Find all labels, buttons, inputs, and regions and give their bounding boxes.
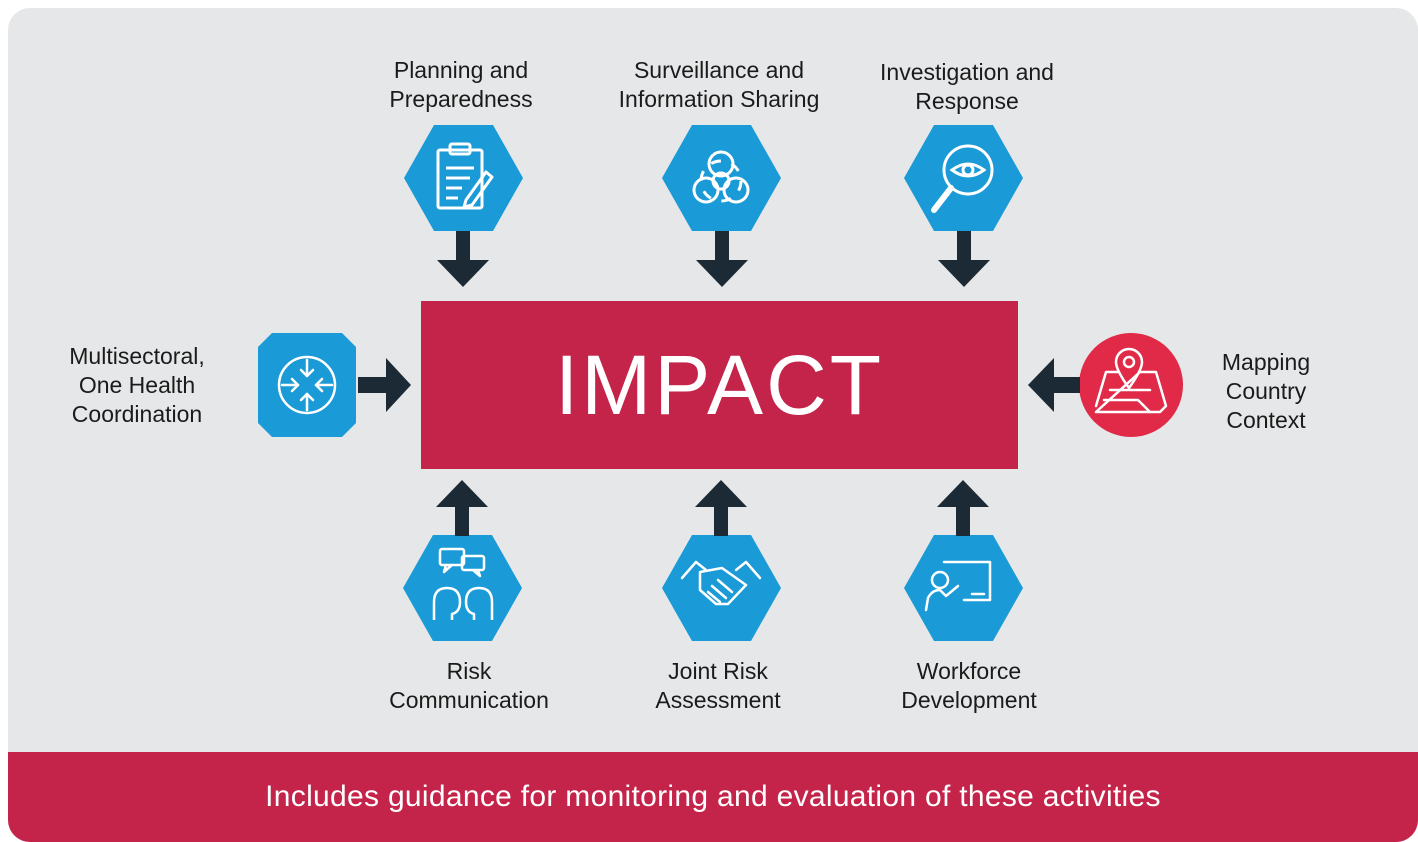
risk-communication-arrow-head xyxy=(436,480,488,507)
joint-risk-hexagon xyxy=(662,535,781,641)
surveillance-hexagon xyxy=(662,125,781,231)
multisectoral-arrow-head xyxy=(386,358,411,412)
speech-heads-icon xyxy=(432,547,494,620)
workforce-arrow-head xyxy=(937,480,989,507)
joint-risk-arrow-head xyxy=(695,480,747,507)
mapping-arrow-head xyxy=(1028,358,1054,412)
clipboard-icon xyxy=(436,142,494,210)
impact-box: IMPACT xyxy=(421,301,1018,469)
footer-banner: Includes guidance for monitoring and eva… xyxy=(8,752,1418,842)
multisectoral-arrow-shaft xyxy=(358,377,388,393)
impact-title: IMPACT xyxy=(554,337,885,432)
planning-arrow-shaft xyxy=(456,231,470,261)
surveillance-arrow-shaft xyxy=(715,231,729,261)
investigation-arrow-head xyxy=(938,260,990,287)
investigation-hexagon xyxy=(904,125,1023,231)
workforce-hexagon xyxy=(904,535,1023,641)
handshake-icon xyxy=(680,560,762,606)
magnifier-eye-icon xyxy=(931,144,994,213)
multisectoral-octagon xyxy=(258,333,356,437)
planning-arrow-head xyxy=(437,260,489,287)
map-pin-icon xyxy=(1094,347,1168,414)
risk-communication-hexagon xyxy=(403,535,522,641)
surveillance-arrow-head xyxy=(696,260,748,287)
footer-text: Includes guidance for monitoring and eva… xyxy=(265,780,1161,813)
risk-communication-arrow-shaft xyxy=(455,505,469,536)
converge-compass-icon xyxy=(277,355,337,415)
joint-risk-arrow-shaft xyxy=(714,505,728,536)
mapping-arrow-shaft xyxy=(1052,377,1080,393)
workforce-arrow-shaft xyxy=(956,505,970,536)
investigation-arrow-shaft xyxy=(957,231,971,261)
teacher-board-icon xyxy=(924,560,992,612)
biohazard-icon xyxy=(692,150,750,204)
